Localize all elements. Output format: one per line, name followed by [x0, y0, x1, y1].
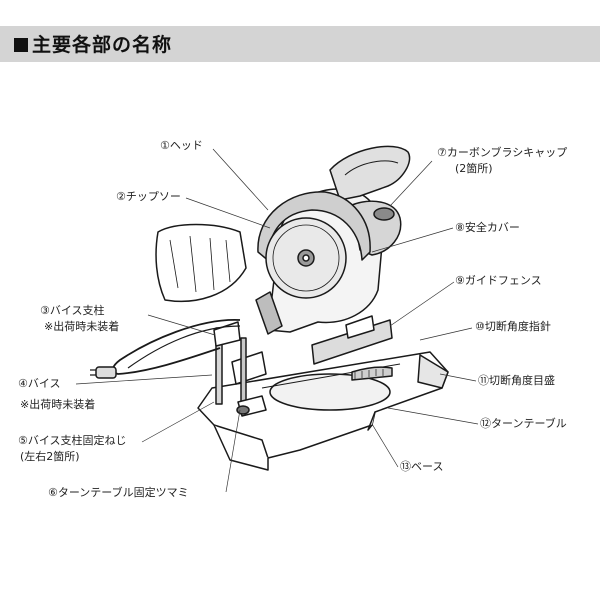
label-carbon-brush-cap: ⑦カーボンブラシキャップ: [437, 146, 568, 159]
turntable-shape: [269, 373, 391, 411]
label-angle-scale: ⑪切断角度目盛: [478, 374, 555, 387]
label-carbon-brush-cap-note: (2箇所): [455, 162, 493, 175]
label-guide-fence: ⑨ガイドフェンス: [455, 274, 542, 287]
label-angle-pointer: ⑩切断角度指針: [475, 320, 551, 333]
label-chip-saw: ②チップソー: [116, 190, 181, 203]
section-header: 主要各部の名称: [0, 26, 600, 62]
section-title-text: 主要各部の名称: [32, 34, 173, 56]
label-vise-post: ③バイス支柱: [40, 304, 105, 317]
safety-cover-shape: [257, 191, 371, 263]
label-vise-note: ※出荷時未装着: [20, 398, 96, 411]
square-bullet-icon: [14, 38, 28, 52]
label-turntable-knob: ⑥ターンテーブル固定ツマミ: [48, 486, 189, 499]
section-title: 主要各部の名称: [14, 30, 172, 57]
dust-bag: [155, 223, 247, 303]
label-head: ①ヘッド: [160, 139, 203, 152]
label-vise: ④バイス: [18, 377, 61, 390]
label-turntable: ⑫ターンテーブル: [480, 417, 567, 430]
label-vise-post-screw: ⑤バイス支柱固定ねじ: [18, 434, 127, 447]
label-safety-cover: ⑧安全カバー: [455, 221, 520, 234]
label-vise-post-screw-note: (左右2箇所): [20, 450, 80, 463]
label-base: ⑬ベース: [400, 460, 444, 473]
handle-shape: [329, 145, 411, 201]
label-vise-post-note: ※出荷時未装着: [44, 320, 120, 333]
